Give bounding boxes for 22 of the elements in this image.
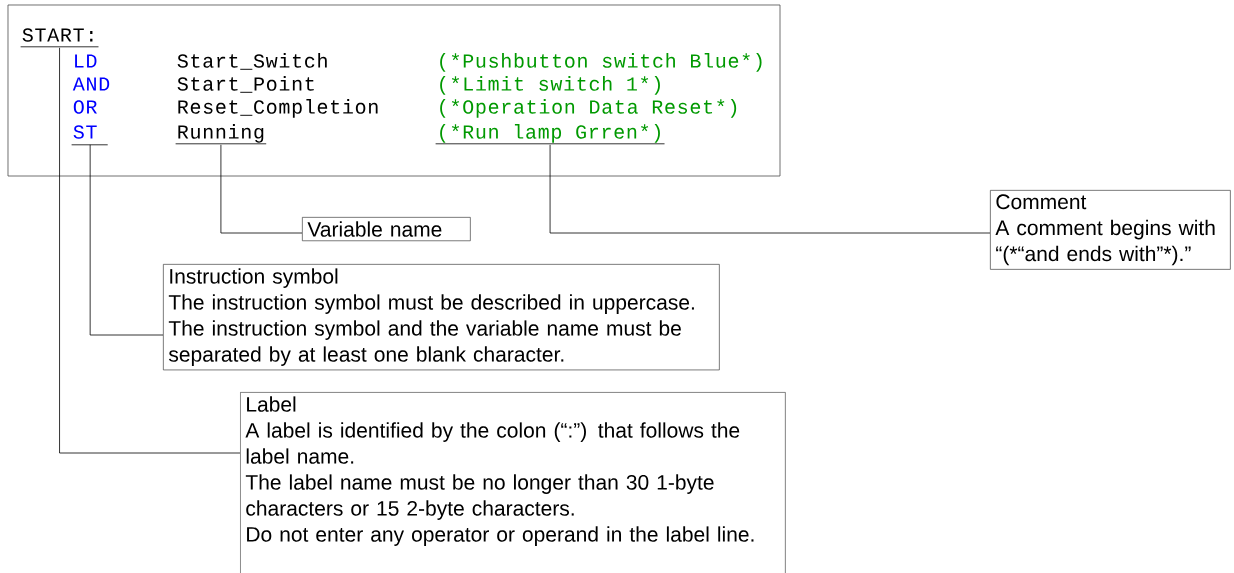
comment-code: (*Pushbutton switch Blue*) — [440, 53, 762, 72]
callout-box: Comment A comment begins with “(*“and ends with”*).” — [990, 190, 1231, 270]
leader-line — [549, 144, 991, 234]
instruction-code: AND — [72, 77, 110, 91]
comment-code: (*Run lamp Grren*) — [435, 124, 665, 145]
leader-line — [220, 144, 303, 234]
leader-line — [59, 47, 241, 454]
variable-code: Running — [175, 124, 267, 145]
instruction-code: LD — [75, 54, 97, 68]
variable-code: Start_Point — [177, 76, 314, 93]
leader-line — [89, 144, 164, 336]
label-code: START: — [20, 28, 99, 48]
comment-code: (*Limit switch 1*) — [440, 76, 660, 95]
variable-code: Reset_Completion — [178, 99, 378, 118]
comment-code: (*Operation Data Reset*) — [440, 99, 737, 118]
instruction-code: OR — [73, 100, 97, 114]
instruction-code: ST — [71, 125, 109, 146]
code-panel — [7, 4, 781, 177]
callout-box: Label A label is identified by the colon (“:”) that follows the label name. The label name must be no longer than 30 1-byte characters or 15 2-byte characters. Do not enter any operator or operand in the label line. — [240, 392, 786, 573]
callout-box: Variable name — [302, 217, 471, 242]
variable-code: Start_Switch — [177, 53, 327, 70]
callout-box: Instruction symbol The instruction symbol must be described in uppercase. The instruction symbol and the variable name must be separated by at least one blank character. — [163, 264, 720, 371]
